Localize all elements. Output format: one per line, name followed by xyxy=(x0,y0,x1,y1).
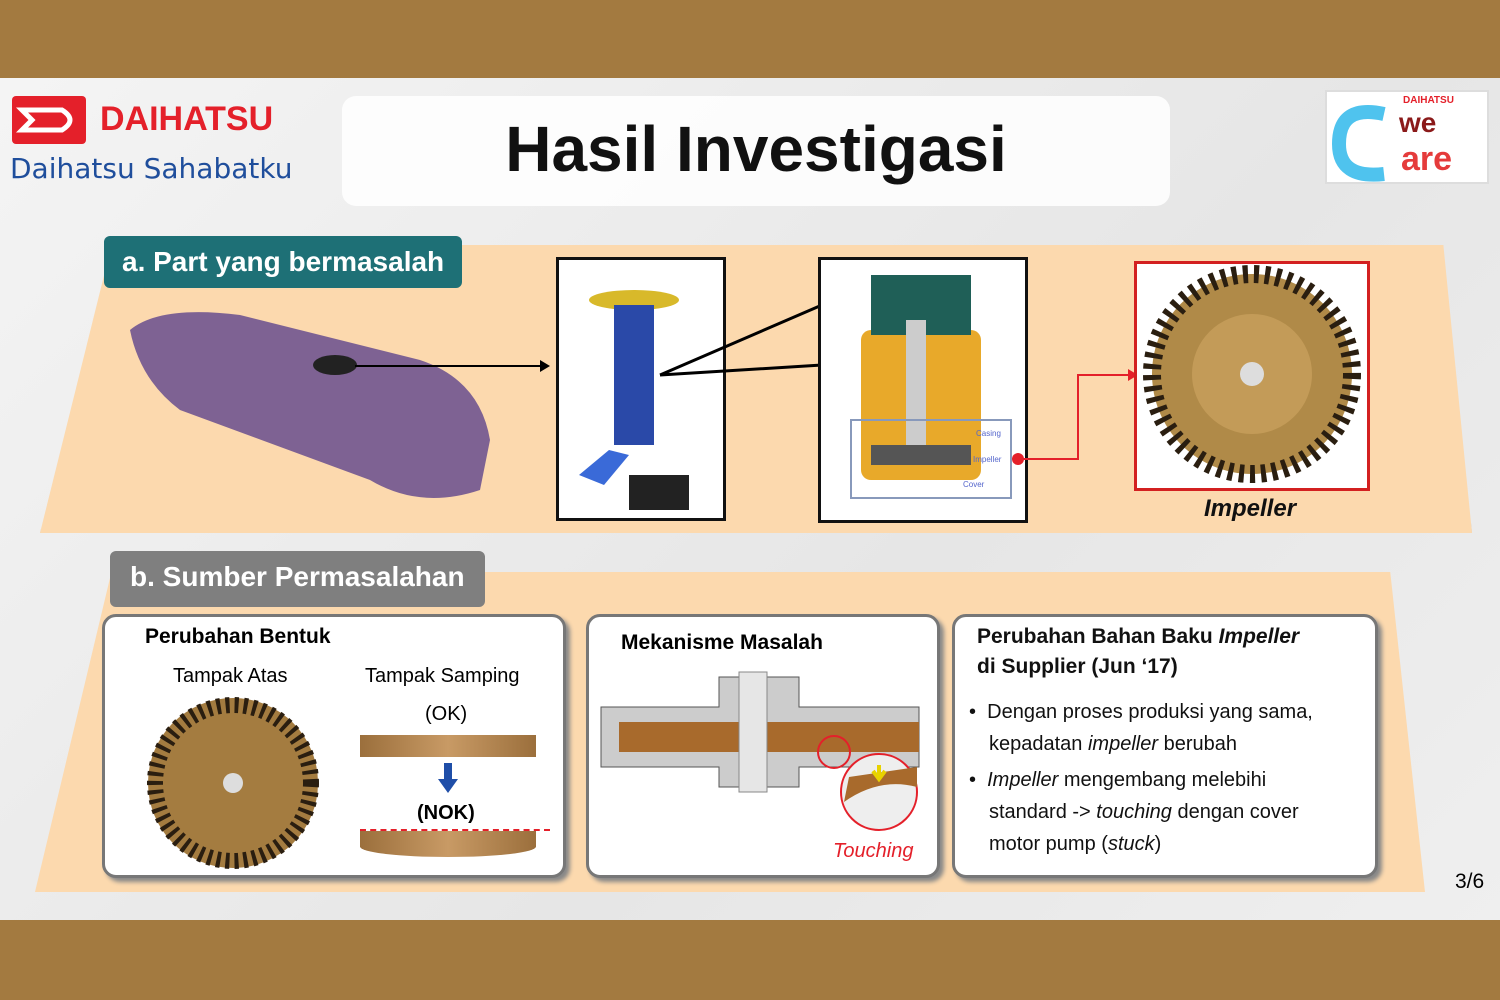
bullet-1: • Dengan proses produksi yang sama, xyxy=(969,701,1313,723)
ok-label: (OK) xyxy=(425,703,468,725)
we-care-we: we xyxy=(1399,107,1437,138)
we-care-logo: DAIHATSU we are xyxy=(1325,90,1489,184)
bullet-2-cont-2: motor pump (stuck) xyxy=(989,833,1162,855)
ok-side-bar xyxy=(360,735,536,757)
shape-change-title: Perubahan Bentuk xyxy=(145,625,331,648)
section-a-tag: a. Part yang bermasalah xyxy=(104,236,463,288)
material-title-line-2: di Supplier (Jun ‘17) xyxy=(977,655,1178,678)
bullet-2: • Impeller mengembang melebihi xyxy=(969,769,1267,791)
mechanism-title: Mekanisme Masalah xyxy=(621,631,823,654)
zoom-callout-lines xyxy=(659,303,823,377)
material-change-box: Perubahan Bahan Baku Impeller di Supplie… xyxy=(952,614,1378,878)
nok-label: (NOK) xyxy=(417,802,475,824)
title-banner xyxy=(342,96,1170,206)
section-b-tag: b. Sumber Permasalahan xyxy=(110,551,485,607)
mechanism-box: Mekanisme Masalah Touching xyxy=(586,614,940,878)
fuel-pump-module-image xyxy=(556,257,726,521)
callout-impeller: Impeller xyxy=(973,455,1002,464)
shape-change-box: Perubahan Bentuk Tampak Atas Tampak Samp… xyxy=(102,614,566,878)
impeller-label: Impeller xyxy=(1204,495,1297,522)
down-arrow-icon xyxy=(438,763,458,795)
fuel-tank-image xyxy=(130,312,550,498)
bullet-1-cont: kepadatan impeller berubah xyxy=(989,733,1237,755)
impeller-photo xyxy=(1134,261,1370,491)
nok-dashed-line xyxy=(360,829,550,831)
callout-cover: Cover xyxy=(963,480,985,489)
brand-name: DAIHATSU xyxy=(100,100,274,138)
red-connector-arrow xyxy=(1012,369,1138,465)
impeller-top-view xyxy=(147,697,319,869)
page-title: Hasil Investigasi xyxy=(505,113,1007,185)
nok-side-bar xyxy=(360,831,536,857)
daihatsu-emblem-icon xyxy=(15,107,73,133)
we-care-are: are xyxy=(1401,140,1453,178)
wave-c-icon xyxy=(1331,105,1386,182)
page-number: 3/6 xyxy=(1455,870,1485,893)
touching-label: Touching xyxy=(833,840,914,862)
pump-cutaway-image: Casing Impeller Cover xyxy=(818,257,1028,523)
top-view-label: Tampak Atas xyxy=(173,665,288,687)
tagline: Daihatsu Sahabatku xyxy=(10,152,293,185)
bullet-2-cont-1: standard -> touching dengan cover xyxy=(989,801,1299,823)
daihatsu-logo xyxy=(12,96,86,144)
mechanism-diagram xyxy=(600,671,920,831)
material-title-line-1: Perubahan Bahan Baku Impeller xyxy=(977,625,1300,648)
we-care-brand: DAIHATSU xyxy=(1403,95,1454,106)
callout-casing: Casing xyxy=(976,429,1001,438)
side-view-label: Tampak Samping xyxy=(365,665,520,687)
